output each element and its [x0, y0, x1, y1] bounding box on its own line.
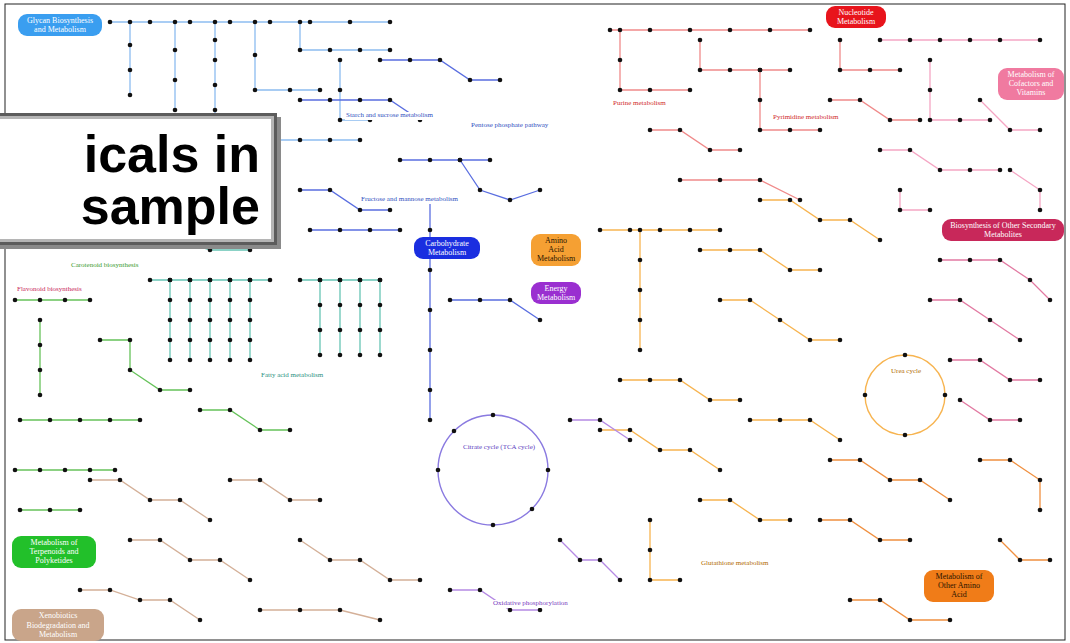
category-badge: Amino Acid Metabolism [531, 234, 581, 266]
category-badge: Biosynthesis of Other Secondary Metaboli… [942, 219, 1064, 241]
category-badge: Metabolism of Cofactors and Vitamins [998, 68, 1064, 100]
pathway-name: Urea cycle [890, 368, 922, 376]
category-name: Amino Acid Metabolism [537, 236, 575, 264]
category-badge: Nucleotide Metabolism [826, 6, 886, 28]
category-name: Energy Metabolism [537, 284, 575, 302]
category-badge: Metabolism of Other Amino Acid [924, 570, 994, 602]
pathway-name: Fructose and mannose metabolism [360, 196, 459, 204]
pathway-name: Pentose phosphate pathway [470, 122, 549, 130]
category-name: Xenobiotics Biodegradation and Metabolis… [18, 611, 98, 639]
pathway-name: Purine metabolism [612, 100, 667, 108]
pathway-name: Oxidative phosphorylation [492, 600, 569, 608]
category-name: Biosynthesis of Other Secondary Metaboli… [948, 221, 1058, 239]
pathway-name: Flavonoid biosynthesis [16, 286, 83, 294]
callout-text: icals in sample [0, 128, 260, 232]
pathway-name: Citrate cycle (TCA cycle) [462, 444, 536, 452]
category-badge: Metabolism of Terpenoids and Polyketides [12, 536, 96, 568]
category-name: Metabolism of Terpenoids and Polyketides [18, 538, 90, 566]
pathway-name: Carotenoid biosynthesis [70, 262, 139, 270]
pathway-name: Fatty acid metabolism [260, 372, 324, 380]
pathway-name: Starch and sucrose metabolism [345, 112, 434, 120]
category-name: Glycan Biosynthesis and Metabolism [24, 16, 96, 34]
category-badge: Carbohydrate Metabolism [414, 237, 480, 259]
callout-box: icals in sample [0, 113, 277, 245]
category-badge: Glycan Biosynthesis and Metabolism [18, 14, 102, 36]
category-badge: Energy Metabolism [531, 282, 581, 304]
category-name: Nucleotide Metabolism [832, 8, 880, 26]
category-name: Metabolism of Other Amino Acid [930, 572, 988, 600]
category-badge: Xenobiotics Biodegradation and Metabolis… [12, 609, 104, 641]
category-name: Metabolism of Cofactors and Vitamins [1004, 70, 1058, 98]
pathway-name: Pyrimidine metabolism [772, 114, 840, 122]
pathway-name: Glutathione metabolism [700, 560, 769, 568]
category-name: Carbohydrate Metabolism [420, 239, 474, 257]
